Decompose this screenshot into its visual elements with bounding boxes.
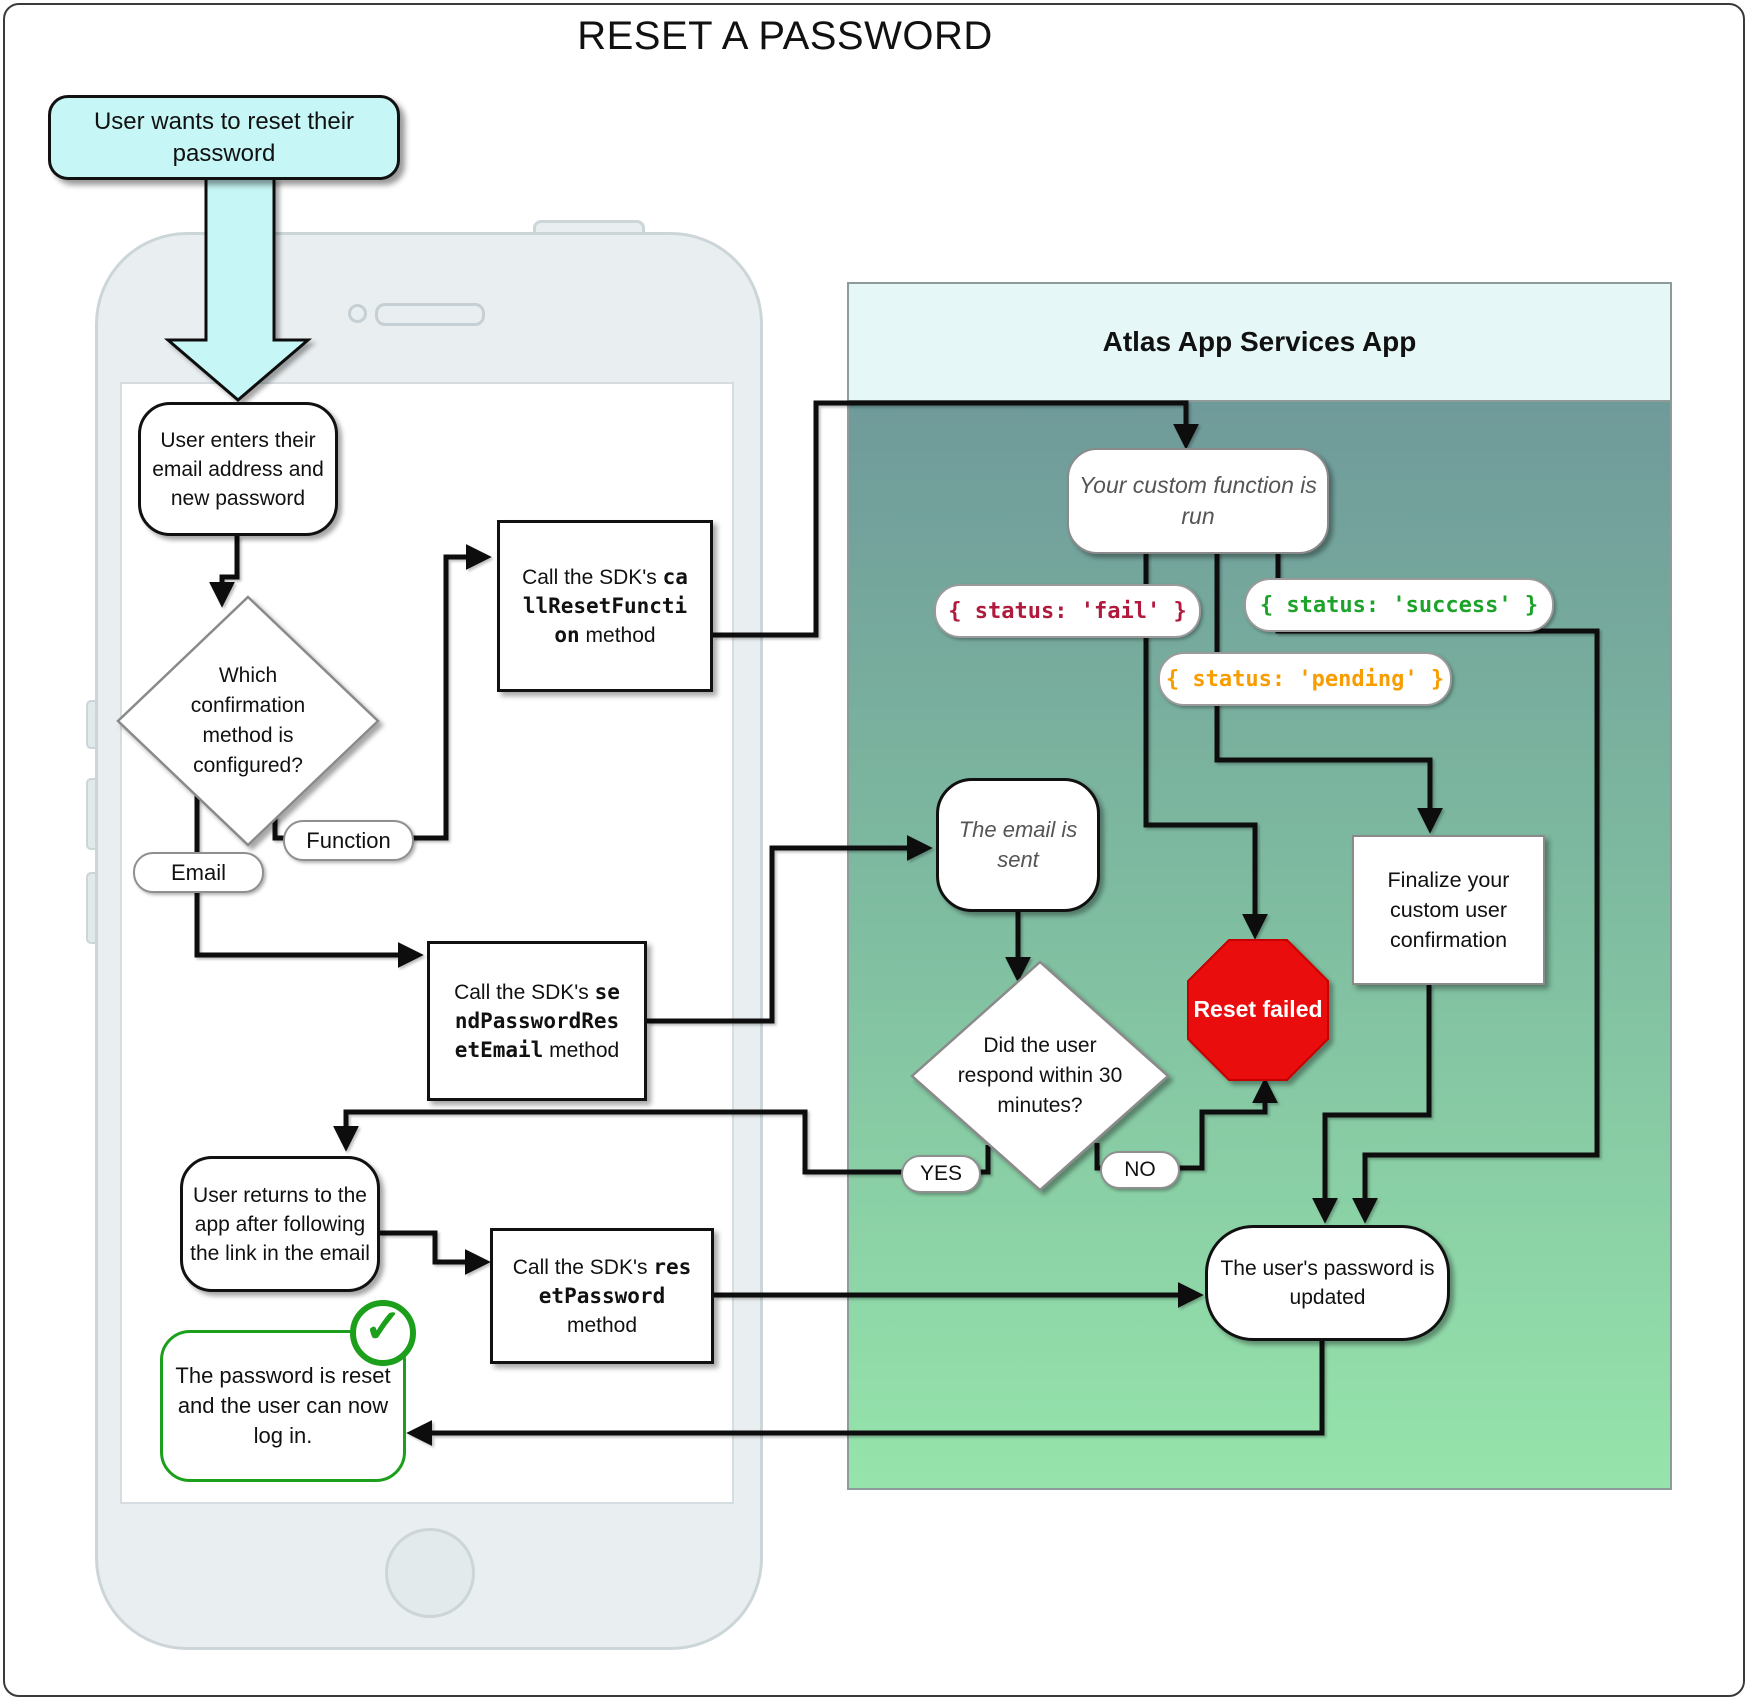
connector-customfn-fail — [1143, 552, 1268, 940]
status-pill-pending: { status: 'pending' } — [1158, 652, 1452, 706]
connector-decision-to-sendemail — [194, 794, 424, 968]
phone-speaker-icon — [375, 303, 485, 326]
node-finalize-confirmation: Finalize your custom user confirmation — [1352, 835, 1545, 985]
decision-respond-label: Did the user respond within 30 minutes? — [957, 1034, 1123, 1117]
status-pill-success: { status: 'success' } — [1244, 578, 1554, 632]
connector-callreset-to-customfn — [713, 400, 1199, 638]
branch-label-no: NO — [1100, 1151, 1180, 1189]
success-check-icon: ✓ — [350, 1300, 416, 1366]
call-reset-post: method — [579, 623, 656, 647]
node-call-reset-function: Call the SDK's callResetFunction method — [497, 520, 713, 692]
connector-finalize-to-passupdated — [1312, 985, 1432, 1224]
node-custom-function-run: Your custom function is run — [1067, 448, 1329, 554]
connector-sendemail-to-emailsent — [647, 835, 933, 1024]
node-email-is-sent: The email is sent — [936, 778, 1100, 912]
node-password-updated: The user's password is updated — [1205, 1225, 1450, 1341]
phone-home-button — [385, 1528, 475, 1618]
call-reset-code: callResetFunction — [522, 564, 688, 647]
reset-failed-octagon — [1187, 939, 1329, 1081]
connector-yes-to-userreturns — [333, 1109, 903, 1175]
connector-passupdated-to-done — [406, 1340, 1325, 1446]
node-send-password-reset-email: Call the SDK's sendPasswordResetEmail me… — [427, 941, 647, 1101]
branch-label-function: Function — [283, 820, 414, 861]
reset-password-code: resetPassword — [538, 1254, 692, 1308]
send-email-post: method — [543, 1038, 620, 1062]
connector-userreturns-to-resetpassword — [380, 1230, 491, 1275]
decision-confirmation-label: Which confirmation method is configured? — [190, 664, 306, 777]
status-pill-fail: { status: 'fail' } — [934, 584, 1201, 638]
reset-failed-label: Reset failed — [1193, 996, 1323, 1022]
send-email-pre: Call the SDK's — [454, 980, 595, 1004]
send-email-code: sendPasswordResetEmail — [454, 979, 620, 1062]
node-reset-password-method: Call the SDK's resetPassword method — [490, 1228, 714, 1364]
branch-label-email: Email — [133, 852, 264, 893]
connector-no-to-resetfailed — [1175, 1077, 1278, 1171]
call-reset-pre: Call the SDK's — [522, 565, 663, 589]
callout-arrow — [163, 176, 313, 402]
check-glyph: ✓ — [363, 1300, 403, 1352]
phone-camera-icon — [348, 304, 367, 323]
reset-password-pre: Call the SDK's — [512, 1255, 654, 1279]
node-user-enters-email: User enters their email address and new … — [138, 402, 338, 536]
decision-respond-diamond — [910, 960, 1170, 1192]
page-title: RESET A PASSWORD — [577, 14, 993, 58]
branch-label-yes: YES — [901, 1155, 981, 1193]
callout-user-wants-reset: User wants to reset their password — [48, 95, 400, 180]
connector-start-to-decision — [209, 536, 240, 608]
connector-function-to-callreset — [410, 544, 492, 841]
decision-confirmation-diamond — [116, 595, 380, 847]
reset-password-post: method — [566, 1313, 638, 1337]
node-user-returns: User returns to the app after following … — [180, 1156, 380, 1292]
atlas-panel-header: Atlas App Services App — [849, 284, 1670, 402]
